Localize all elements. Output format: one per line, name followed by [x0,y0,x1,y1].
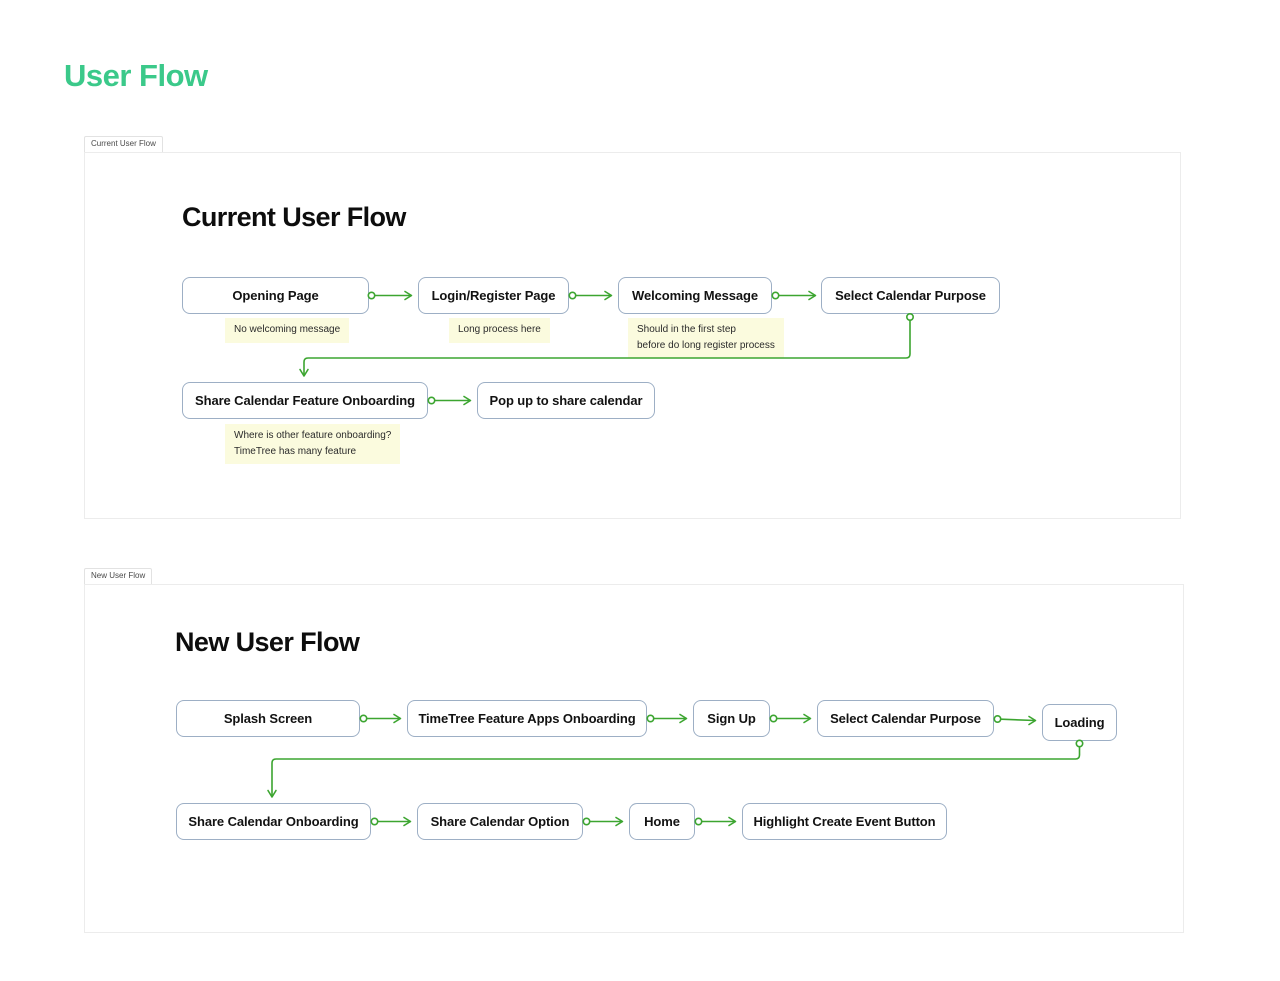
frame-title-current-user-flow: Current User Flow [182,202,406,232]
sticky-note-no-welcoming-message[interactable]: No welcoming message [225,318,350,343]
page-title: User Flow [64,58,208,93]
flow-node-opening-page[interactable]: Opening Page [182,277,369,314]
frame-tab-current-user-flow[interactable]: Current User Flow [84,136,163,153]
flow-node-loading[interactable]: Loading [1042,704,1117,741]
sticky-note-long-process[interactable]: Long process here [449,318,550,343]
flow-node-welcoming-message[interactable]: Welcoming Message [618,277,772,314]
flow-node-home[interactable]: Home [629,803,695,840]
frame-title-new-user-flow: New User Flow [175,627,360,657]
flow-node-share-calendar-option[interactable]: Share Calendar Option [417,803,583,840]
flow-node-login-register-page[interactable]: Login/Register Page [418,277,569,314]
sticky-note-other-feature-onboarding[interactable]: Where is other feature onboarding? TimeT… [225,424,401,464]
flow-node-splash-screen[interactable]: Splash Screen [176,700,360,737]
flow-node-popup-share-calendar[interactable]: Pop up to share calendar [477,382,655,419]
flow-node-highlight-create-event-button[interactable]: Highlight Create Event Button [742,803,947,840]
flow-node-select-calendar-purpose-new[interactable]: Select Calendar Purpose [817,700,994,737]
flow-node-timetree-feature-apps-onboarding[interactable]: TimeTree Feature Apps Onboarding [407,700,647,737]
frame-tab-new-user-flow[interactable]: New User Flow [84,568,153,585]
flow-node-sign-up[interactable]: Sign Up [693,700,770,737]
sticky-note-first-step[interactable]: Should in the first step before do long … [628,318,784,358]
flow-node-share-calendar-onboarding[interactable]: Share Calendar Onboarding [176,803,371,840]
flow-node-share-calendar-feature-onboarding[interactable]: Share Calendar Feature Onboarding [182,382,428,419]
flow-node-select-calendar-purpose[interactable]: Select Calendar Purpose [821,277,1000,314]
